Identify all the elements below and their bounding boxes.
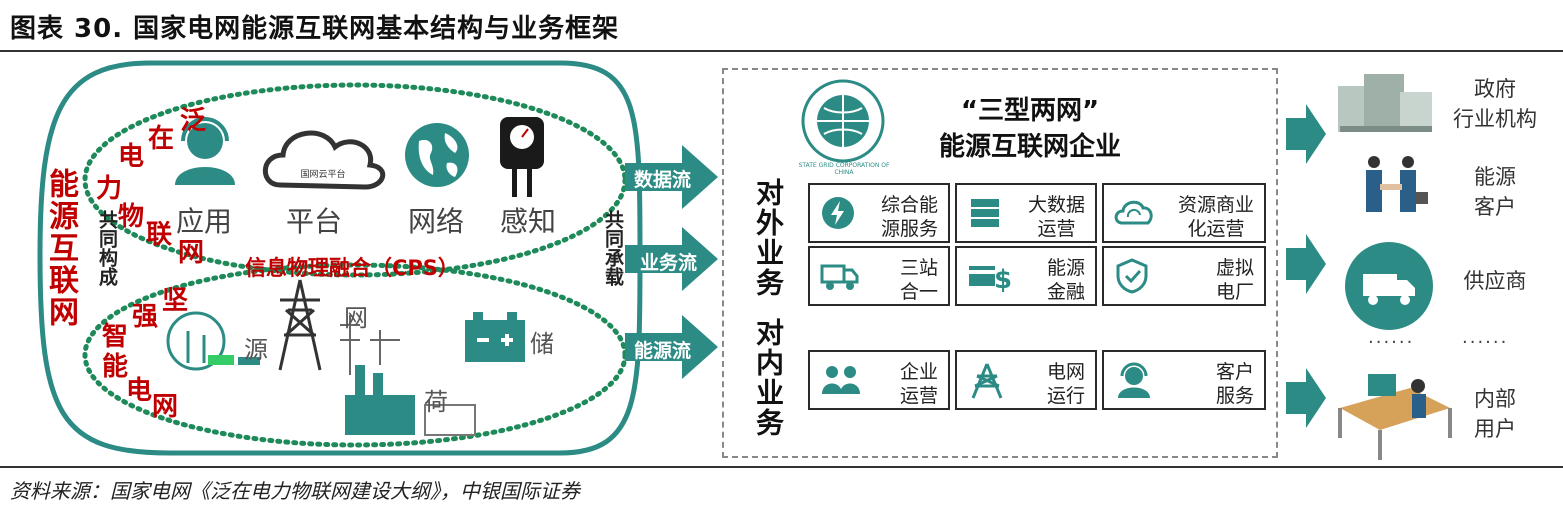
people-icon <box>820 362 864 398</box>
service-customer-service: 客户服务 <box>1102 350 1266 410</box>
svg-text:$: $ <box>994 265 1011 294</box>
headset-icon <box>1114 362 1154 400</box>
business-flow-label: 业务流 <box>640 248 697 275</box>
heading-line2: 能源互联网企业 <box>900 126 1160 163</box>
item-load: 荷 <box>424 382 448 417</box>
transmission-tower-icon <box>280 280 320 370</box>
service-big-data: 大数据运营 <box>955 183 1097 243</box>
target-internal-user: 内部用户 <box>1440 384 1550 444</box>
service-three-station: 三站合一 <box>808 246 950 306</box>
item-network: 网络 <box>408 200 464 240</box>
ellipsis-right: ······ <box>1462 332 1508 353</box>
energy-internet-label: 能源互联网 <box>38 168 82 328</box>
source-note: 资料来源：国家电网《泛在电力物联网建设大纲》，中银国际证券 <box>10 475 580 504</box>
item-grid: 网 <box>344 298 368 333</box>
cloud-text: 国网云平台 <box>300 168 345 180</box>
tower-icon <box>967 362 1007 400</box>
factory-load-icon <box>345 365 475 435</box>
target-government: 政府行业机构 <box>1440 74 1550 134</box>
service-integrated-energy: 综合能源服务 <box>808 183 950 243</box>
internal-user-desk-icon <box>1340 374 1450 460</box>
jointly-carry-label: 共同承载 <box>600 210 627 286</box>
energy-flow-label: 能源流 <box>634 336 691 363</box>
smart-grid-char: 强 <box>132 296 158 333</box>
service-resource-commercial: 资源商业化运营 <box>1102 183 1266 243</box>
supplier-truck-icon <box>1345 242 1433 330</box>
bolt-gear-icon <box>820 195 856 231</box>
service-enterprise-operation: 企业运营 <box>808 350 950 410</box>
smart-grid-char: 坚 <box>162 280 188 317</box>
cps-label: 信息物理融合（CPS） <box>245 252 459 282</box>
target-arrow <box>1286 104 1326 164</box>
target-energy-customer: 能源客户 <box>1440 162 1550 222</box>
handshake-customer-icon <box>1366 156 1428 212</box>
sensor-meter-icon <box>500 117 544 197</box>
ellipsis-left: ······ <box>1368 332 1414 353</box>
external-business-label: 对外业务 <box>748 178 788 298</box>
item-platform: 平台 <box>286 200 342 240</box>
item-application: 应用 <box>176 200 232 240</box>
battery-storage-icon <box>465 312 525 362</box>
internal-business-label: 对内业务 <box>748 318 788 438</box>
card-dollar-icon: $ <box>967 258 1011 294</box>
service-grid-operation: 电网运行 <box>955 350 1097 410</box>
ubiquitous-char: 联 <box>146 214 172 251</box>
service-virtual-plant: 虚拟电厂 <box>1102 246 1266 306</box>
item-sensing: 感知 <box>500 200 556 240</box>
bottom-rule <box>0 466 1563 468</box>
item-source: 源 <box>244 330 268 365</box>
logo-text: STATE GRID CORPORATION OF CHINA <box>792 162 896 176</box>
jointly-constitute-label: 共同构成 <box>94 210 121 286</box>
target-supplier: 供应商 <box>1440 266 1550 296</box>
ubiquitous-char: 在 <box>148 118 174 155</box>
government-building-icon <box>1338 74 1432 132</box>
ubiquitous-char: 物 <box>118 196 144 233</box>
truck-icon <box>820 258 860 294</box>
state-grid-logo <box>800 78 886 164</box>
heading-line1: “三型两网” <box>920 90 1140 127</box>
smart-grid-char: 网 <box>152 386 178 423</box>
shield-plant-icon <box>1114 258 1154 294</box>
cloud-sync-icon <box>1114 195 1154 231</box>
target-arrow <box>1286 234 1326 294</box>
ubiquitous-char: 泛 <box>180 100 206 137</box>
service-energy-finance: $ 能源金融 <box>955 246 1097 306</box>
target-arrow <box>1286 368 1326 428</box>
data-flow-label: 数据流 <box>634 165 691 192</box>
cloud-platform-icon: 国网云平台 <box>265 133 382 187</box>
top-rule <box>0 50 1563 52</box>
figure-title: 图表 30. 国家电网能源互联网基本结构与业务框架 <box>10 8 619 45</box>
item-storage: 储 <box>530 324 554 359</box>
smart-grid-char: 电 <box>126 370 152 407</box>
globe-network-icon <box>405 123 469 187</box>
smart-grid-char: 能 <box>102 346 128 383</box>
server-icon <box>967 195 1003 231</box>
